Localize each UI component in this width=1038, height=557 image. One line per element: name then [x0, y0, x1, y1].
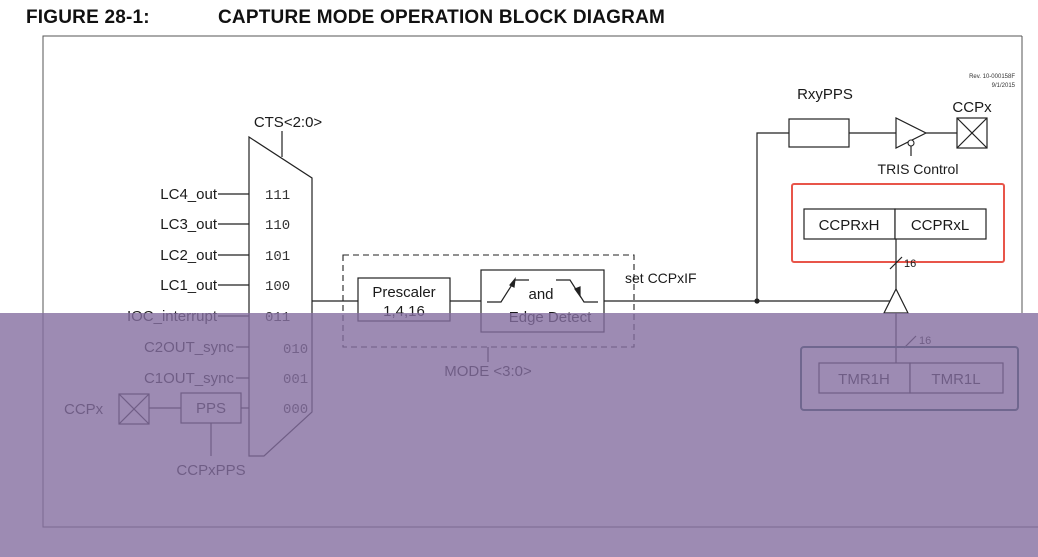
- mux-input-code: 101: [265, 249, 290, 265]
- tris-control-label: TRIS Control: [878, 161, 959, 177]
- revision-date: 9/1/2015: [992, 83, 1016, 89]
- prescaler-ratios: 1,4,16: [383, 303, 425, 320]
- ccpr-highlight-box: [791, 183, 1005, 263]
- ccpx-pps-label: PPS: [196, 400, 226, 417]
- ccpx-input-pin-icon: [118, 393, 150, 425]
- ccpxpps-label: CCPxPPS: [176, 462, 245, 479]
- figure-number: FIGURE 28-1:: [26, 7, 150, 28]
- mux-input-code: 001: [283, 372, 308, 388]
- mux-input-signal: LC3_out: [160, 216, 218, 233]
- tmr1-bus-width: 16: [919, 335, 931, 347]
- edge-detect-and: and: [528, 286, 553, 303]
- ccpx-input-label: CCPx: [64, 401, 104, 418]
- rxypps-block: [788, 118, 850, 148]
- mux-input-code: 111: [265, 188, 290, 204]
- rising-edge-icon: [487, 277, 529, 303]
- interrupt-label: set CCPxIF: [625, 270, 697, 286]
- figure-title: CAPTURE MODE OPERATION BLOCK DIAGRAM: [218, 7, 666, 28]
- edge-detect-label: Edge Detect: [509, 309, 592, 326]
- prescaler-edge-group: [342, 254, 635, 348]
- output-branch-line: [756, 132, 789, 301]
- mux-input-signal: C2OUT_sync: [144, 339, 235, 356]
- mux-input-signal: LC2_out: [160, 247, 218, 264]
- ccprxl-label: CCPRxL: [911, 217, 969, 234]
- rxypps-label: RxyPPS: [797, 86, 853, 103]
- ccpr-bus-slash: [889, 256, 903, 270]
- ccprxl-register: [894, 208, 987, 240]
- mux-input-code: 000: [283, 402, 308, 418]
- tmr1h-label: TMR1H: [838, 371, 890, 388]
- ccpx-output-pin-icon: [956, 117, 988, 149]
- prescaler-label: Prescaler: [372, 284, 435, 301]
- mux-input-signal: LC4_out: [160, 186, 218, 203]
- mux-input-code: 110: [265, 218, 290, 234]
- tris-enable-bubble: [907, 139, 915, 147]
- mux-input-code: 100: [265, 279, 290, 295]
- mux-input-signal: LC1_out: [160, 277, 218, 294]
- mux-input-code: 011: [265, 310, 290, 326]
- ccprxh-label: CCPRxH: [819, 217, 880, 234]
- mux-select-label: CTS<2:0>: [254, 114, 323, 131]
- falling-edge-icon: [556, 279, 598, 303]
- mux-input-code: 010: [283, 342, 308, 358]
- mux-input-signal: C1OUT_sync: [144, 370, 235, 387]
- ccpx-output-label: CCPx: [952, 99, 992, 116]
- tmr1l-label: TMR1L: [931, 371, 980, 388]
- revision-text: Rev. 10-000158F: [969, 74, 1015, 80]
- ccprxh-register: [803, 208, 896, 240]
- mux-input-signal: IOC_interrupt: [127, 308, 218, 325]
- ccpr-bus-width: 16: [904, 258, 916, 270]
- figure-header: FIGURE 28-1: CAPTURE MODE OPERATION BLOC…: [0, 0, 1038, 36]
- mode-label: MODE <3:0>: [444, 363, 532, 380]
